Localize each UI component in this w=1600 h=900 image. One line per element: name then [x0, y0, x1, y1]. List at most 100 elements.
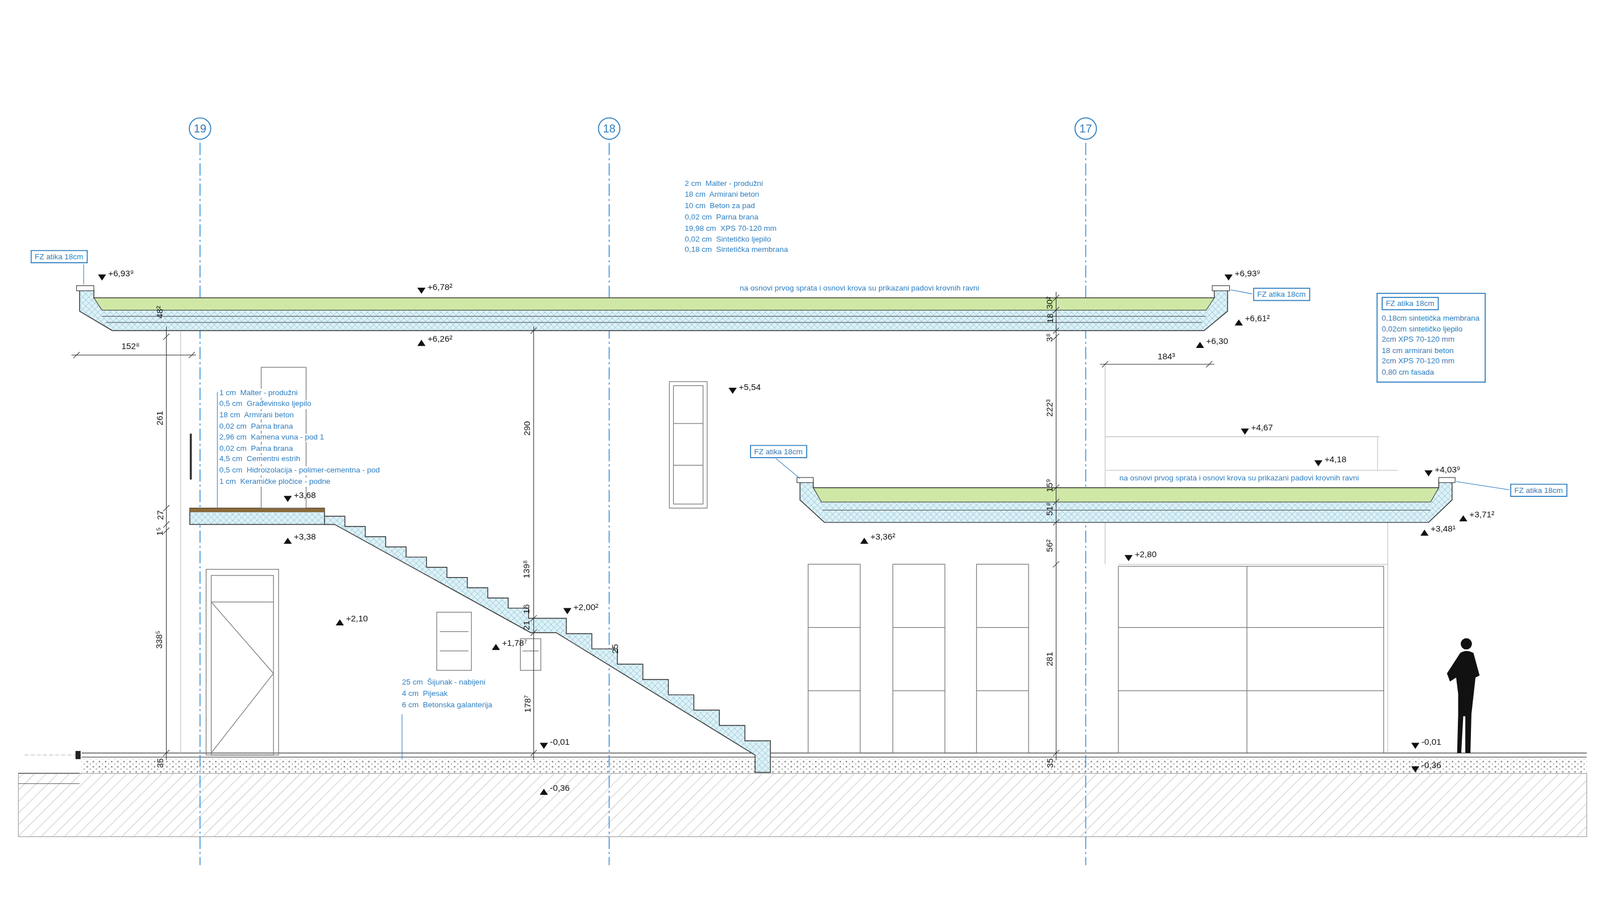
elevation-marker — [860, 537, 869, 545]
layer-note: 18 cm Armirani beton — [219, 411, 294, 420]
parapet-tag: FZ atika 18cm — [1510, 483, 1568, 497]
elevation-marker — [283, 537, 292, 545]
elevation-label: -0,36 — [1421, 761, 1442, 772]
node-text: FZ atika 18cm — [34, 251, 84, 261]
dimension-label: 27 — [155, 510, 166, 521]
layer-note: 0,02 cm Parna brana — [219, 444, 293, 454]
node-text: 19 — [193, 122, 207, 135]
elevation-label: +3,48¹ — [1430, 524, 1456, 535]
elevation-label: +4,03⁹ — [1434, 465, 1461, 476]
layer-note: 19,98 cm XPS 70-120 mm — [684, 224, 777, 233]
dimension-label: 25 — [610, 644, 621, 654]
elevation-marker — [1458, 515, 1467, 522]
elevation-marker — [335, 619, 344, 626]
dimension-label: 21 — [521, 620, 533, 630]
layer-note: 10 cm Beton za pad — [684, 201, 755, 211]
elevation-label: -0,01 — [1421, 738, 1442, 749]
elevation-label: +6,78² — [427, 282, 453, 293]
elevation-label: +1,78⁷ — [502, 638, 528, 649]
node-text: FZ atika 18cm — [1257, 289, 1306, 300]
node-text: 0,80 cm fasada — [1381, 366, 1434, 378]
elevation-label: -0,36 — [549, 783, 570, 794]
elevation-marker — [1411, 766, 1420, 773]
elevation-marker — [283, 495, 292, 503]
elevation-marker — [417, 340, 426, 347]
elevation-label: +6,26² — [427, 334, 453, 346]
walls — [180, 330, 1399, 753]
layer-note: na osnovi prvog sprata i osnovi krova su… — [739, 284, 980, 294]
dimension-label: 338⁵ — [155, 630, 166, 649]
axis-bubble: 19 — [188, 117, 211, 140]
parapet-tag: FZ atika 18cm — [30, 250, 88, 264]
person-silhouette — [1447, 638, 1480, 754]
elevation-label: +2,80 — [1134, 549, 1158, 561]
layer-note: 0,02 cm Parna brana — [684, 213, 758, 222]
layer-note: 18 cm Armirani beton — [684, 190, 760, 200]
dimension-label: 290 — [522, 421, 533, 436]
node-text: FZ atika 18cm — [753, 446, 803, 457]
elevation-label: +4,67 — [1250, 423, 1274, 434]
elevation-label: +3,38 — [293, 532, 317, 543]
dimension-label: 222³ — [1045, 399, 1056, 417]
elevation-label: +5,54 — [738, 382, 761, 393]
elevation-marker — [563, 608, 572, 615]
layer-note: na osnovi prvog sprata i osnovi krova su… — [1119, 474, 1359, 484]
axis-bubble: 18 — [598, 117, 621, 140]
parapet-tag: FZ atika 18cm — [1381, 296, 1439, 310]
layer-note: 0,18 cm Sintetička membrana — [684, 246, 789, 255]
dimension-label: 178⁷ — [522, 695, 533, 714]
openings — [206, 367, 1384, 756]
node-text: 2cm XPS 70-120 mm — [1381, 355, 1455, 367]
layer-note: 6 cm Betonska galanterija — [401, 701, 493, 710]
elevation-markers — [97, 274, 1467, 795]
dimension-label: 139⁸ — [522, 560, 533, 579]
ground — [18, 751, 1587, 837]
parapet-tag: FZ atika 18cm — [1253, 287, 1311, 301]
layer-note: 4 cm Pijesak — [401, 689, 448, 699]
elevation-label: +3,71² — [1469, 510, 1495, 521]
node-text: 18 — [602, 122, 616, 135]
elevation-label: +6,93⁹ — [1234, 269, 1261, 280]
axis-bubble: 17 — [1074, 117, 1097, 140]
dimension-label: 48² — [155, 305, 166, 319]
layer-note: 25 cm Šijunak - nabijeni — [401, 678, 486, 687]
dimension-label: 30² — [1045, 296, 1056, 310]
elevation-label: +3,68 — [293, 490, 317, 501]
layer-note: 0,5 cm Građevinsko ljepilo — [219, 399, 312, 409]
dimension-label: 184³ — [1157, 351, 1176, 363]
dimension-label: 18 — [1045, 313, 1056, 323]
elevation-label: +6,61² — [1244, 314, 1270, 325]
parapet-tag: FZ atika 18cm — [749, 444, 807, 458]
elevation-marker — [539, 788, 548, 795]
elevation-marker — [1224, 274, 1233, 281]
dimension-label: 35 — [155, 758, 166, 769]
layer-note: 0,5 cm Hidroizolacija - polimer-cementna… — [219, 466, 380, 476]
layer-note: 1 cm Keramičke pločice - podne — [219, 477, 331, 487]
layer-note: 0,02 cm Sintetičko ljepilo — [684, 235, 772, 244]
dimension-label: 15⁹ — [1045, 478, 1056, 493]
floor-slab-stair — [189, 433, 771, 773]
node-text: 0,18cm sintetička membrana — [1381, 313, 1480, 325]
dimension-label: 1⁵ — [155, 527, 166, 536]
elevation-label: +4,18 — [1324, 454, 1347, 466]
dimension-label: 3⁸ — [1045, 333, 1056, 342]
node-text: 0,02cm sintetičko ljepilo — [1381, 324, 1463, 335]
node-text: FZ atika 18cm — [1385, 299, 1434, 309]
node-text: 17 — [1079, 122, 1093, 135]
elevation-marker — [1424, 470, 1433, 477]
elevation-marker — [97, 274, 106, 281]
layer-note: 2 cm Malter - produžni — [684, 179, 764, 189]
dimension-label: 35 — [1045, 758, 1056, 769]
leader-lines — [83, 264, 1510, 760]
upper-roof — [76, 285, 1230, 331]
elevation-marker — [1420, 529, 1429, 536]
dimension-label: 261 — [155, 411, 166, 426]
dimension-label: 16 — [521, 604, 533, 615]
elevation-marker — [1124, 554, 1133, 562]
node-text: 18 cm armirani beton — [1381, 345, 1454, 356]
layer-note: 2,96 cm Kamena vuna - pod 1 — [219, 433, 325, 442]
layer-note: 0,02 cm Parna brana — [219, 421, 293, 431]
layer-note: 4,5 cm Cementni estrih — [219, 455, 301, 464]
lower-roof — [797, 477, 1456, 523]
